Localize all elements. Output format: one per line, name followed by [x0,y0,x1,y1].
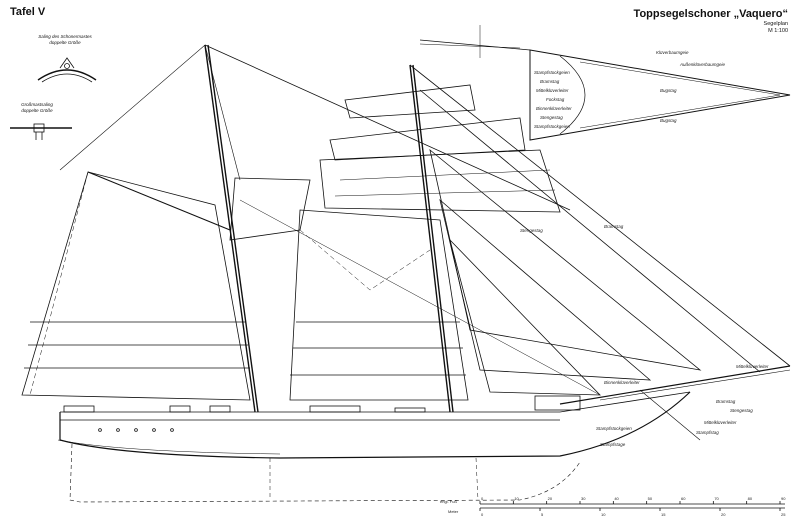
label-bramstag-2: Bramstag [716,399,736,404]
label-mittelkluever-2: Mittelklüverleiter [704,420,737,425]
drawing-title: Toppsegelschoner „Vaquero“ [633,8,788,20]
inset-label-l1: Stampfstockgeien [534,70,570,75]
scale-bar: 0 10 20 30 40 50 60 70 80 90 0 5 10 15 20 25 [479,496,786,517]
schonermast-saling-detail [37,57,97,83]
mainmast-sails [289,84,561,401]
scale-unit-top: engl. Fuß [440,499,457,504]
inset-label-l7: Stampfstockgeien [534,124,570,129]
scale-tick-label: 40 [614,496,619,501]
rigging-labels: Stengestag Bramstag Binnenklüverleiter M… [520,224,769,447]
scale-tick-label: 90 [781,496,786,501]
scale-tick-label: 5 [541,512,544,517]
label-binnenkluever: Binnenklüverleiter [604,380,640,385]
inset-label-r3: Bugstag [660,88,677,93]
label-stengestag-2: Stengestag [730,408,753,413]
bow-inset-labels: Stampfstockgeien Bramstag Mittelklüverle… [534,50,726,129]
drawing-subtitle: Segelplan [763,21,788,27]
scale-tick-label: 0 [481,496,484,501]
inset-label-r1: Klüverbaumgeie [656,50,689,55]
inset-label-l6: Stengestag [540,115,563,120]
schonermast-detail-caption: Saling des Schonermastes doppelte Größe [30,34,100,46]
masts [204,44,454,413]
label-bramstag: Bramstag [604,224,624,229]
grossmast-detail-caption: Großmastsaling doppelte Größe [2,102,72,114]
foremast-sails [21,44,311,401]
scale-ticks-top: 0 10 20 30 40 50 60 70 80 90 [479,496,786,504]
inset-label-l5: Binnenklüverleiter [536,106,572,111]
scale-ticks-bottom: 0 5 10 15 20 25 [479,508,786,517]
scale-unit-bottom: Meter [448,509,459,514]
scale-tick-label: 20 [548,496,553,501]
schonermast-caption-line1: Saling des Schonermastes [38,34,92,39]
inset-label-r2: Außenklüverbaumgeie [679,62,726,67]
title-block: Toppsegelschoner „Vaquero“ Segelplan M 1… [634,8,788,34]
scale-tick-label: 20 [721,512,726,517]
scale-tick-label: 30 [581,496,586,501]
scale-tick-label: 80 [748,496,753,501]
grossmast-caption-line2: doppelte Größe [21,108,53,113]
label-stengestag: Stengestag [520,228,543,233]
scale-tick-label: 25 [781,512,786,517]
label-stampfstockgeien: Stampfstockgeien [596,426,632,431]
scale-tick-label: 60 [681,496,686,501]
inset-label-l3: Mittelklüverleiter [536,88,569,93]
head-sails [204,44,791,396]
grossmast-caption-line1: Großmastsaling [21,102,53,107]
grossmast-saling-detail [10,123,72,140]
scale-tick-label: 10 [601,512,606,517]
schonermast-caption-line2: doppelte Größe [49,40,81,45]
scale-tick-label: 0 [481,512,484,517]
scale-tick-label: 10 [514,496,519,501]
inset-label-l2: Bramstag [540,79,560,84]
scale-tick-label: 70 [714,496,719,501]
label-mittelkluever: Mittelklüverleiter [736,364,769,369]
inset-label-r4: Bugstag [660,118,677,123]
label-stampfstag: Stampfstag [696,430,719,435]
scale-tick-label: 50 [648,496,653,501]
label-stampfstage: Stampfstage [600,442,626,447]
bow-plan-inset [419,25,791,141]
hull [57,391,691,503]
drawing-scale: M 1:100 [768,28,788,34]
plate-label: Tafel V [10,6,46,18]
inset-label-l4: Fockstag [546,97,565,102]
scale-tick-label: 15 [661,512,666,517]
bowsprit [559,365,791,441]
